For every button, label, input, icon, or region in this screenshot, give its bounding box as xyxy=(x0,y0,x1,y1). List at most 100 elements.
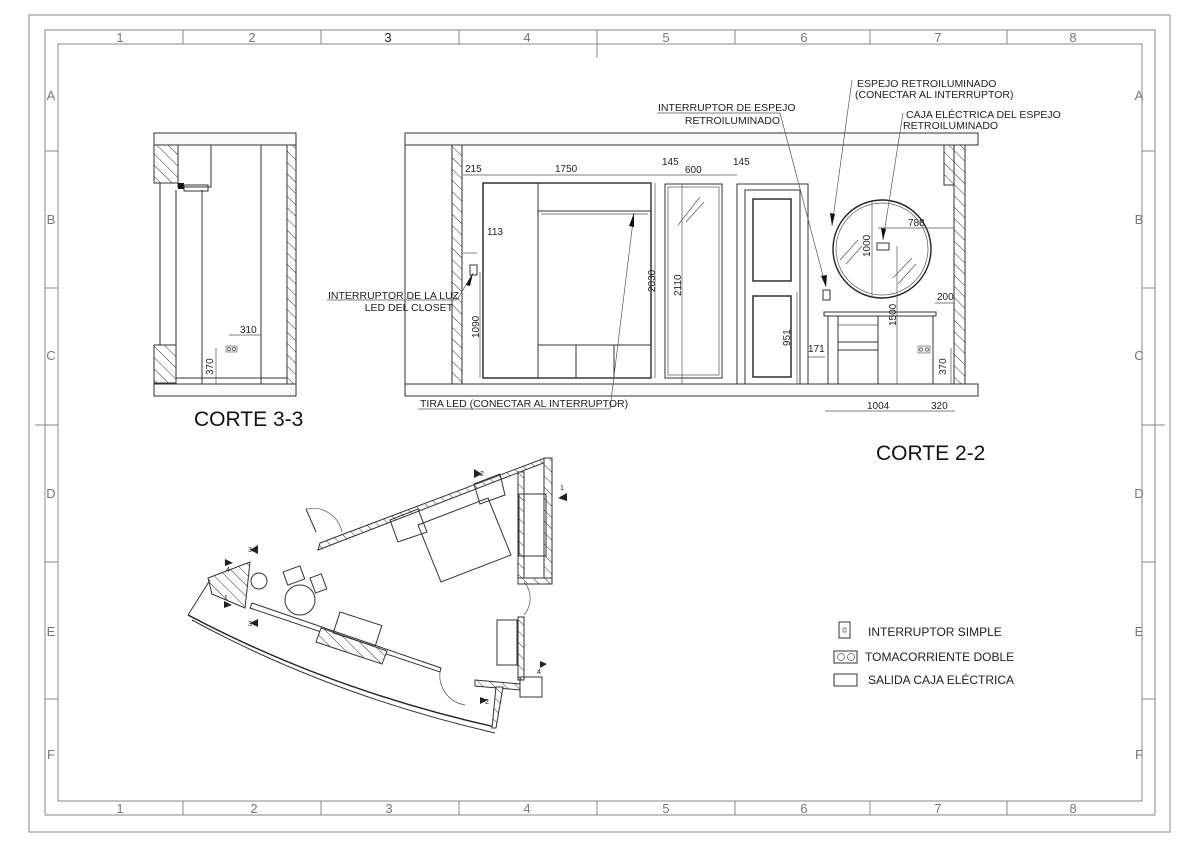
col-label: 6 xyxy=(800,801,807,816)
dim-370: 370 xyxy=(938,358,949,375)
svg-text:4: 4 xyxy=(226,567,230,574)
svg-text:3: 3 xyxy=(248,547,252,554)
wall-right xyxy=(953,144,966,385)
svg-text:1: 1 xyxy=(560,485,564,492)
col-label: 8 xyxy=(1069,30,1076,45)
section-marker-icon xyxy=(558,493,567,501)
dim-1000: 1000 xyxy=(862,234,873,257)
desk-2 xyxy=(496,619,518,666)
row-labels-right: A B C D E F xyxy=(1134,88,1143,762)
dim-1750: 1750 xyxy=(555,164,578,175)
col-label: 8 xyxy=(1069,801,1076,816)
label-box: CAJA ELÉCTRICA DEL ESPEJO xyxy=(906,108,1061,121)
closet xyxy=(482,182,652,379)
single-switch-icon xyxy=(822,289,831,301)
column-labels-bottom: 1 2 3 4 5 6 7 8 xyxy=(116,801,1076,816)
wall-upper-left xyxy=(153,144,179,184)
dim-370: 370 xyxy=(205,358,216,375)
glass-panel xyxy=(664,183,723,379)
section-title-3-3: CORTE 3-3 xyxy=(194,408,303,431)
bed xyxy=(417,497,512,583)
wall-lower-left xyxy=(153,344,177,384)
floor-slab xyxy=(404,383,979,397)
col-label: 7 xyxy=(934,801,941,816)
wall-north xyxy=(317,457,553,551)
electrical-box-icon xyxy=(876,242,890,251)
col-label: 3 xyxy=(384,30,391,45)
wall-east xyxy=(543,457,553,584)
row-label: D xyxy=(1134,486,1143,501)
double-outlet-icon xyxy=(917,345,931,354)
section-3-3: 310 370 CORTE 3-3 xyxy=(153,132,303,431)
col-label: 5 xyxy=(662,801,669,816)
sideboard xyxy=(332,611,383,648)
ceiling-fan-icon xyxy=(250,572,268,590)
row-label: F xyxy=(47,747,55,762)
dim-215: 215 xyxy=(465,164,482,175)
column-labels-top: 1 2 3 4 5 6 7 8 xyxy=(116,30,1076,45)
section-marker-icon xyxy=(474,469,482,478)
floor-plan: 2 1 3 4 1 3 4 2 xyxy=(187,457,567,734)
section-marker-icon xyxy=(250,545,258,554)
svg-text:2: 2 xyxy=(485,699,489,706)
round-table xyxy=(284,584,316,616)
dimension-texts: 215 1750 145 600 145 113 1090 2030 2110 … xyxy=(465,157,954,412)
section-markers: 2 1 3 4 1 3 4 2 xyxy=(224,469,567,706)
row-label: B xyxy=(1135,212,1144,227)
col-label: 4 xyxy=(523,30,530,45)
label-led-switch-2: LED DEL CLOSET xyxy=(365,302,454,314)
desk xyxy=(518,493,547,557)
sheet-frame: 1 2 3 4 5 6 7 8 1 2 3 4 5 6 7 8 A B C D … xyxy=(28,14,1171,833)
column-dividers xyxy=(35,30,1165,815)
section-title-2-2: CORTE 2-2 xyxy=(876,442,985,465)
dim-951: 951 xyxy=(782,329,793,346)
wall-west xyxy=(207,561,251,609)
col-label: 2 xyxy=(250,801,257,816)
col-label: 2 xyxy=(248,30,255,45)
label-mirror: ESPEJO RETROILUMINADO xyxy=(857,78,996,90)
single-switch-icon xyxy=(469,264,478,276)
legend-label-outlet: TOMACORRIENTE DOBLE xyxy=(865,650,1014,664)
ceiling-slab xyxy=(404,132,979,146)
svg-text:3: 3 xyxy=(248,621,252,628)
led-profile xyxy=(178,183,184,189)
single-switch-icon xyxy=(838,621,851,639)
dim-1090: 1090 xyxy=(471,315,482,338)
double-outlet-icon xyxy=(833,650,858,664)
svg-text:2: 2 xyxy=(480,471,484,478)
section-marker-icon xyxy=(224,601,232,608)
chair xyxy=(309,573,328,594)
leader-lines xyxy=(327,79,904,410)
legend-label-box: SALIDA CAJA ELÉCTRICA xyxy=(868,672,1014,687)
label-mirror-switch: INTERRUPTOR DE ESPEJO xyxy=(658,102,796,114)
row-label: A xyxy=(1135,88,1144,103)
double-outlet-icon xyxy=(225,345,238,353)
row-label: D xyxy=(46,486,55,501)
row-label: B xyxy=(47,212,56,227)
floor-slab xyxy=(153,383,297,397)
annotation-texts: INTERRUPTOR DE LA LUZ LED DEL CLOSET TIR… xyxy=(328,78,1061,410)
label-box-2: RETROILUMINADO xyxy=(903,120,998,132)
curved-facade xyxy=(187,614,496,728)
backlit-mirror xyxy=(832,199,932,299)
label-led-strip: TIRA LED (CONECTAR AL INTERRUPTOR) xyxy=(420,398,628,410)
dim-113: 113 xyxy=(487,227,503,238)
row-label: E xyxy=(47,624,56,639)
dim-200: 200 xyxy=(937,292,954,303)
row-label: C xyxy=(46,348,55,363)
dim-310: 310 xyxy=(240,325,257,336)
col-label: 1 xyxy=(116,801,123,816)
col-label: 5 xyxy=(662,30,669,45)
label-mirror-switch-2: RETROILUMINADO xyxy=(685,115,780,127)
dim-1500: 1500 xyxy=(888,303,899,326)
dim-2030: 2030 xyxy=(647,269,658,292)
row-label: A xyxy=(47,88,56,103)
row-label: C xyxy=(1134,348,1143,363)
dim-320: 320 xyxy=(931,401,948,412)
col-label: 3 xyxy=(385,801,392,816)
col-label: 1 xyxy=(116,30,123,45)
vanity xyxy=(823,311,937,384)
dim-145: 145 xyxy=(662,157,679,168)
label-led-switch: INTERRUPTOR DE LA LUZ xyxy=(328,290,460,302)
